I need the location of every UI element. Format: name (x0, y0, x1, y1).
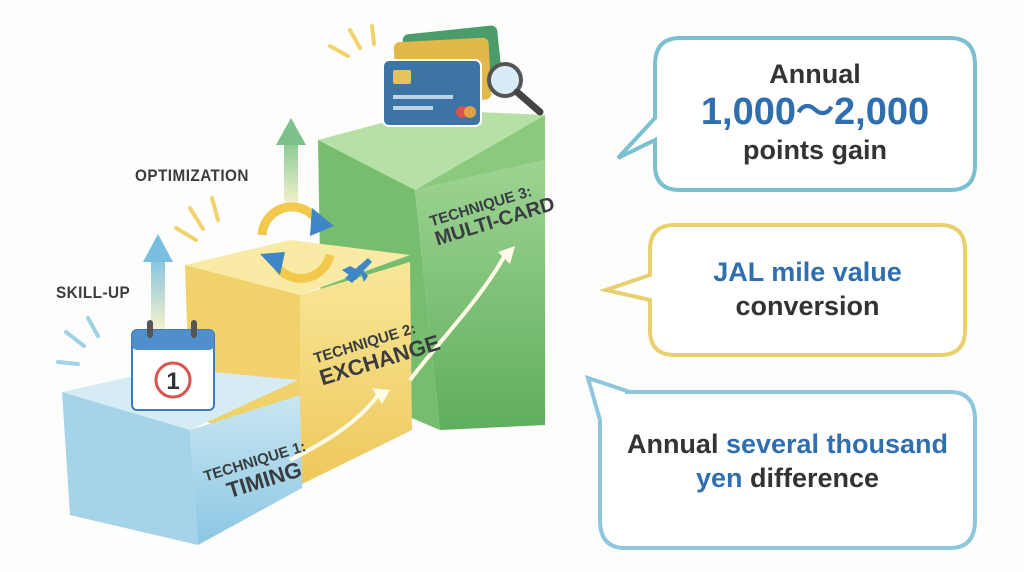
sparkle-icon (174, 24, 376, 242)
bubble-1-line-1: Annual (769, 59, 861, 89)
bubble-3-annual: Annual (626, 429, 726, 459)
progress-arrow-icon (289, 254, 507, 462)
bubble-1-points-range: 1,000〜2,000 (700, 90, 930, 133)
bubble-2-line-2: conversion (735, 290, 880, 321)
calendar-icon: 1 (131, 320, 215, 411)
optimization-label: OPTIMIZATION (135, 166, 249, 185)
bubble-1-line-3: points gain (743, 134, 887, 165)
speech-bubble-2 (598, 223, 967, 357)
bubble-2-text: JAL mile value conversion (650, 256, 965, 324)
bubble-2-line-1: JAL mile value (713, 257, 902, 287)
skill-up-label: SKILL-UP (56, 283, 131, 302)
step-block-1 (62, 368, 302, 545)
bubble-3-text: Annual several thousand yen difference (600, 428, 975, 496)
exchange-cycle-icon (257, 202, 335, 283)
sparkle-icon (56, 316, 100, 366)
calendar-day: 1 (166, 368, 179, 395)
airplane-icon (342, 258, 372, 283)
bubble-1-text: Annual 1,000〜2,000 points gain (655, 58, 975, 167)
bubble-3-several-thousand: several thousand (725, 429, 949, 459)
speech-bubble-3 (585, 374, 977, 550)
skill-up-arrow-icon (143, 234, 173, 330)
bubble-3-yen: yen (695, 462, 743, 493)
magnifier-icon (487, 62, 544, 116)
speech-bubble-1 (616, 36, 977, 192)
optimization-arrow-icon (276, 118, 306, 210)
bubble-3-difference: difference (742, 462, 880, 493)
credit-card-icon (382, 25, 503, 127)
